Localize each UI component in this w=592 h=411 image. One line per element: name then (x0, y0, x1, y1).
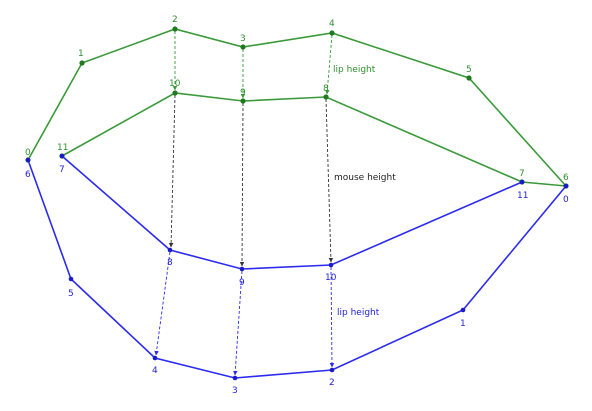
lower-label-0: 0 (563, 195, 569, 205)
upper-label-5: 5 (466, 65, 472, 75)
upper-point-4 (329, 30, 335, 36)
upper-label-4: 4 (329, 19, 335, 29)
lower-label-10: 10 (325, 273, 337, 283)
upper-lip-inner-edge (61, 92, 567, 187)
upper-point-1 (79, 60, 85, 66)
upper-lip-outline (27, 28, 567, 187)
lower-lip-outline (27, 155, 567, 379)
lower-lip-labels: 0 1 2 3 4 5 6 7 8 9 10 11 (25, 165, 569, 396)
upper-label-3: 3 (240, 34, 246, 44)
upper-lip-outer-edge (27, 28, 567, 187)
upper-lip-height-arrows (172, 31, 333, 99)
lower-lip-height-arrow-8-4 (154, 251, 171, 356)
upper-point-8 (323, 94, 329, 100)
upper-lip-points (25, 26, 569, 189)
lower-point-4 (152, 355, 158, 361)
lower-point-5 (68, 276, 74, 282)
upper-point-10 (172, 90, 178, 96)
lower-point-7 (59, 153, 65, 159)
lower-point-6 (25, 157, 31, 163)
lower-lip-height-annotation: lip height (337, 308, 380, 318)
lower-label-11: 11 (517, 191, 528, 201)
mouth-height-arrow-9-9 (239, 102, 245, 267)
upper-label-0: 0 (25, 148, 31, 158)
lower-label-8: 8 (167, 258, 173, 268)
lower-point-8 (167, 247, 173, 253)
upper-point-5 (466, 75, 472, 81)
mouth-height-annotation: mouse height (334, 173, 396, 183)
upper-point-3 (240, 44, 246, 50)
lower-label-5: 5 (68, 289, 74, 299)
lower-point-0 (563, 183, 569, 189)
upper-point-2 (172, 26, 178, 32)
lower-label-9: 9 (239, 278, 245, 288)
lower-point-3 (232, 375, 238, 381)
lower-point-9 (239, 266, 245, 272)
upper-label-7: 7 (519, 169, 525, 179)
lower-lip-points (25, 153, 569, 381)
upper-label-10: 10 (169, 79, 181, 89)
lower-point-2 (329, 367, 335, 373)
upper-label-1: 1 (78, 49, 84, 59)
upper-point-9 (240, 98, 246, 104)
lower-label-6: 6 (25, 170, 31, 180)
upper-label-11: 11 (57, 143, 68, 153)
lower-point-10 (328, 262, 334, 268)
lower-lip-height-arrow-9-3 (233, 270, 243, 376)
upper-label-9: 9 (240, 88, 246, 98)
lower-lip-height-arrow-10-2 (329, 266, 335, 368)
lower-lip-inner-edge (61, 155, 523, 270)
lower-label-4: 4 (152, 366, 158, 376)
lower-lip-height-arrows (154, 251, 335, 376)
upper-label-6: 6 (563, 173, 569, 183)
lower-label-3: 3 (232, 386, 238, 396)
upper-lip-height-annotation: lip height (333, 65, 376, 75)
lower-label-2: 2 (329, 378, 335, 388)
lower-lip-outer-edge (27, 159, 567, 379)
lower-label-7: 7 (59, 165, 65, 175)
mouth-height-arrow-8-10 (325, 98, 334, 263)
upper-lip-labels: 0 1 2 3 4 5 6 7 8 9 10 11 (25, 15, 569, 183)
upper-label-2: 2 (172, 15, 178, 25)
mouth-height-arrows (168, 94, 334, 267)
lower-point-11 (519, 179, 525, 185)
lower-point-1 (460, 307, 466, 313)
mouth-height-arrow-10-8 (168, 94, 176, 248)
lower-label-1: 1 (460, 319, 466, 329)
upper-label-8: 8 (323, 84, 329, 94)
